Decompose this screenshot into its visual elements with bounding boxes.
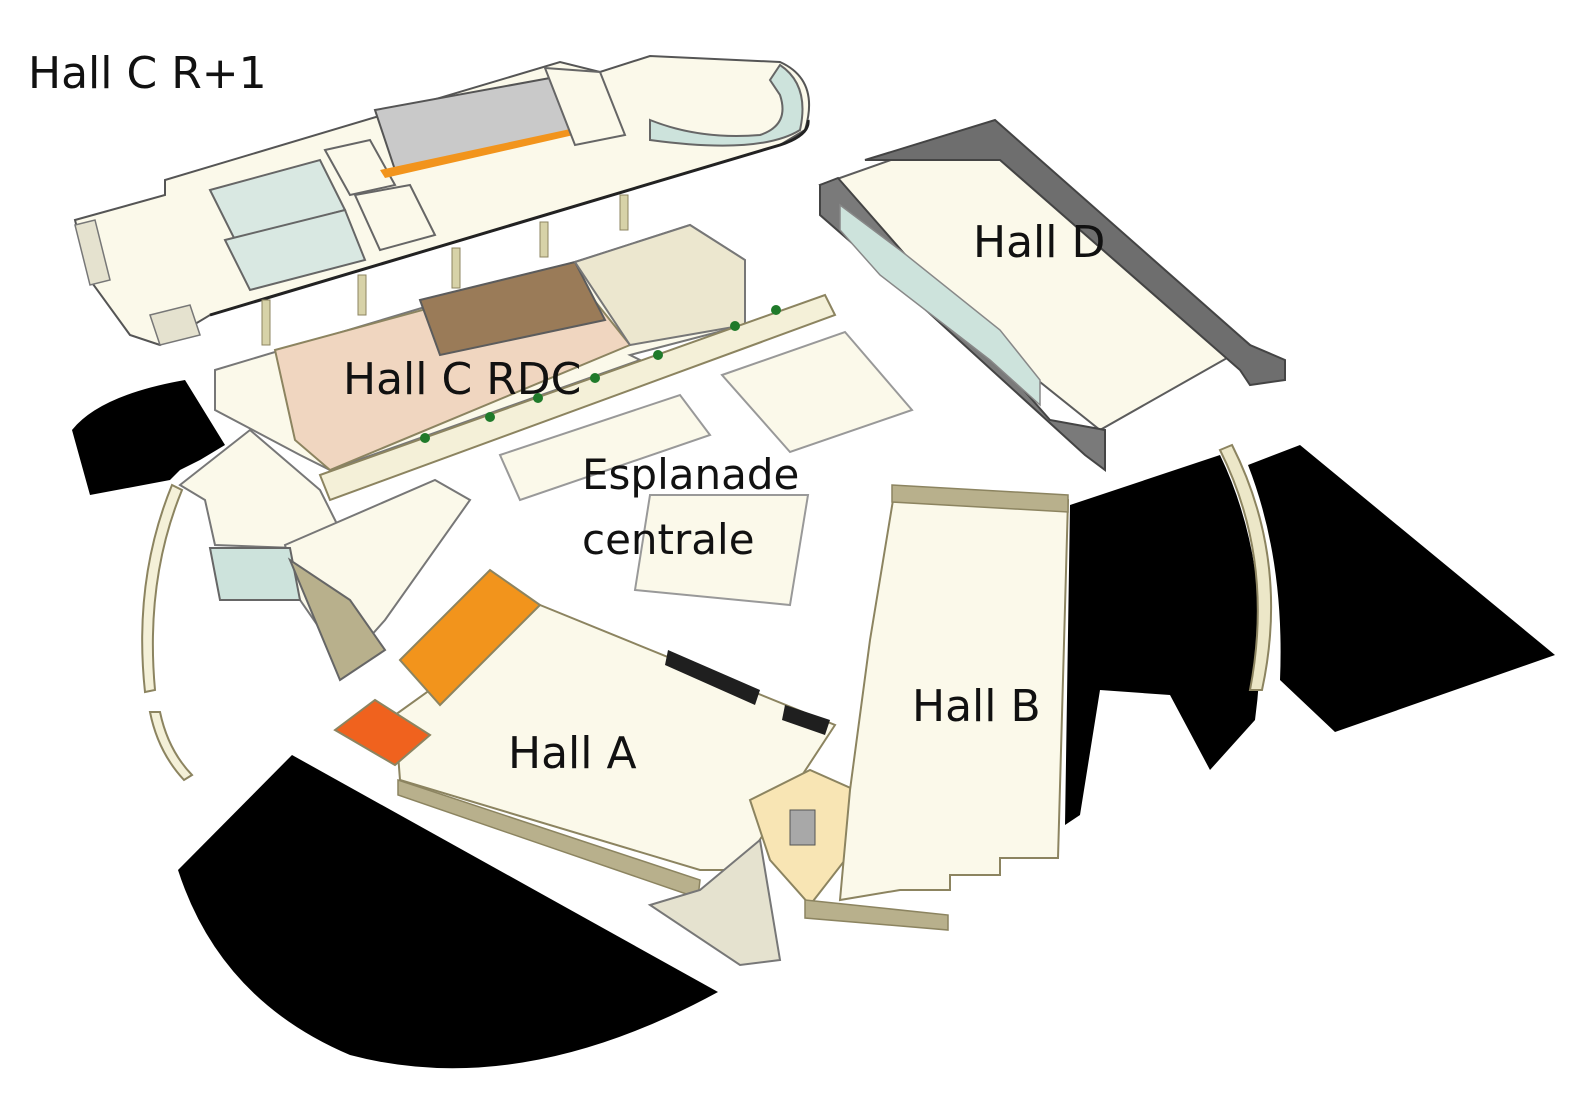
hall-c-ground-brown-room (418, 260, 607, 357)
hall-c-upper-room-6 (543, 66, 627, 147)
pillar (261, 299, 271, 346)
connector-wall (287, 557, 387, 682)
hall-c-upper-stairs-lower (149, 304, 201, 346)
label-esplanade-line-2: centrale (582, 515, 755, 564)
hall-d-glass-panels (839, 203, 1041, 407)
curved-walkway-east (1218, 443, 1273, 691)
palm-tree-icons (420, 305, 781, 443)
pillar (451, 247, 461, 289)
label-hall-c-ground: Hall C RDC (343, 354, 581, 405)
palm-tree-icon (771, 305, 781, 315)
hall-a-floor (393, 603, 837, 871)
hall-c-upper-room-3 (323, 138, 397, 197)
palm-tree-icon (730, 321, 740, 331)
hall-c-ground-east-room (573, 223, 746, 347)
hall-a-annex (647, 838, 782, 967)
hall-c-ground-floor (214, 223, 837, 502)
palm-tree-icon (653, 350, 663, 360)
palm-tree-icon (420, 433, 430, 443)
label-hall-b: Hall B (912, 681, 1041, 732)
hall-d (818, 118, 1286, 472)
blocked-area-east-2 (1248, 445, 1555, 732)
hall-a-service-block (789, 809, 816, 846)
walkway-arc-lower (148, 711, 194, 782)
hall-c-upper-room-orange-strip (380, 128, 578, 178)
hall-c-upper-edge (209, 119, 810, 317)
label-hall-d: Hall D (973, 217, 1105, 268)
hall-b-south-wall (804, 899, 949, 931)
connector-building (178, 428, 472, 682)
palm-tree-icon (485, 412, 495, 422)
hall-c-upper-floor (73, 54, 811, 347)
hall-d-north-wall (864, 118, 1286, 387)
esplanade-slab-1 (498, 393, 712, 502)
esplanade-slab-2 (720, 330, 914, 454)
hall-c-upper-room-4 (353, 183, 437, 252)
hall-a-dark-wall-2 (782, 705, 830, 735)
pillar (539, 221, 549, 258)
hall-labels: Hall C R+1 Hall C RDC Hall D Esplanade c… (28, 48, 1105, 779)
blocked-area-southwest (178, 755, 718, 1069)
hall-a-dark-wall-1 (665, 650, 760, 705)
esplanade-centrale (498, 330, 914, 607)
label-hall-a: Hall A (508, 728, 637, 779)
blocked-area-east-1 (1065, 455, 1261, 825)
hall-c-upper-stairs (74, 219, 111, 286)
hall-a-red-room (333, 698, 432, 767)
pillar (357, 274, 367, 316)
blocked-area-west (72, 380, 225, 495)
connector-glass-facade (208, 547, 302, 601)
hall-a-orange-room (398, 568, 542, 707)
hall-b (804, 484, 1070, 931)
hall-b-floor (838, 486, 1070, 902)
hall-c-upper-room-2 (223, 208, 367, 292)
blocked-areas (72, 380, 1555, 1069)
palm-tree-icon (533, 393, 543, 403)
hall-a (333, 568, 857, 967)
palm-tree-icon (590, 373, 600, 383)
walkway-arc-upper (141, 483, 184, 694)
curved-walkways-west (141, 483, 194, 782)
esplanade-slab-3 (633, 494, 810, 607)
label-hall-c-upper: Hall C R+1 (28, 48, 267, 99)
pillar (619, 194, 629, 231)
hall-b-north-wall (891, 484, 1069, 513)
label-esplanade-line-1: Esplanade (582, 450, 799, 499)
hall-c-upper-glass-curve (649, 63, 804, 147)
